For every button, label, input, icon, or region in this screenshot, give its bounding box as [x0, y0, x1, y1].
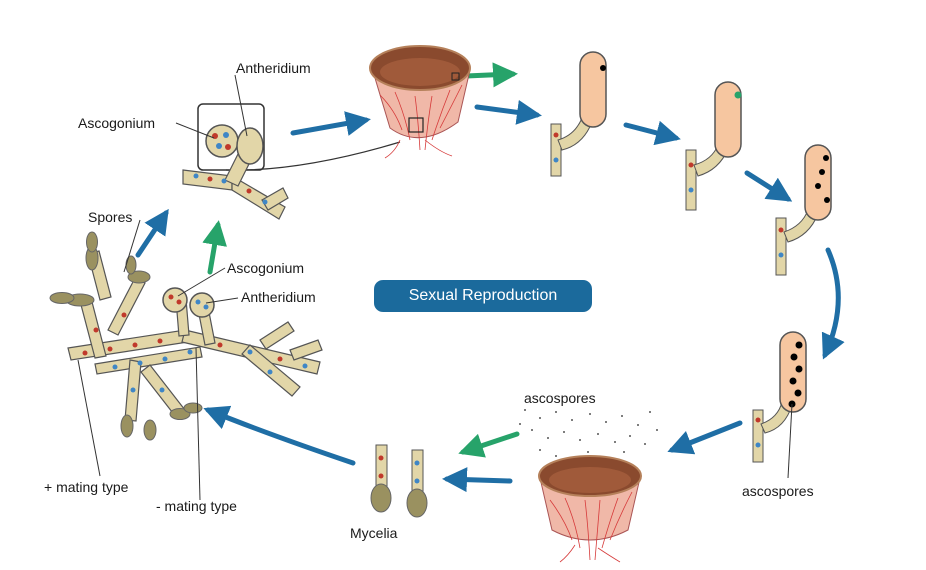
mid-antheridium [189, 292, 215, 318]
label-antheridium-mid: Antheridium [241, 289, 316, 305]
mid-ascogonium [162, 287, 188, 313]
fusion-ascogonium [205, 124, 239, 158]
arrow-cup-to-ascus [474, 99, 542, 125]
vegetative-hyphae [67, 250, 323, 422]
highlight-arrows [202, 62, 520, 458]
arrow-cup-to-mycelia [442, 467, 513, 493]
arrow-ascus2-to-3 [744, 170, 793, 202]
label-ascospores-ascus: ascospores [742, 483, 814, 499]
arrow-ascus3-to-4 [821, 247, 845, 360]
label-mycelia: Mycelia [350, 525, 398, 541]
fusion-antheridium [236, 127, 264, 165]
label-ascogonium-top: Ascogonium [78, 115, 156, 131]
label-spores: Spores [88, 209, 133, 225]
diagram-title: Sexual Reproduction [374, 280, 592, 312]
arrow-mycelia-to-hyphae [203, 405, 356, 466]
arrow-cup-zoom [463, 62, 518, 88]
ascus-stage-3 [775, 144, 832, 276]
apothecium-cup-bottom [538, 455, 642, 563]
hyphae-nuclei [82, 312, 308, 393]
label-ascogonium-mid: Ascogonium [227, 260, 305, 276]
mycelia-pair [370, 444, 428, 518]
apothecium-cup-top [369, 45, 471, 159]
arrow-mating-to-fusion [202, 220, 227, 275]
arrow-spore-release [458, 431, 520, 458]
arrow-spores-to-fusion [135, 208, 169, 258]
ascus-stage-1 [550, 51, 607, 177]
label-antheridium-top: Antheridium [236, 60, 311, 76]
arrow-ascus1-to-2 [623, 120, 681, 146]
label-plus-mating-type: + mating type [44, 479, 129, 495]
released-ascospores [519, 409, 658, 459]
spore-chains [49, 231, 203, 441]
label-minus-mating-type: - mating type [156, 498, 237, 514]
cycle-arrows [135, 99, 845, 493]
ascus-stage-4 [752, 331, 807, 479]
fusion-detail [182, 103, 401, 220]
arrow-fusion-to-cup [290, 111, 371, 136]
arrow-ascus4-to-cup [667, 420, 743, 455]
leader-lines [77, 74, 248, 501]
ascus-stage-2 [685, 81, 742, 211]
label-ascospores-released: ascospores [524, 390, 596, 406]
